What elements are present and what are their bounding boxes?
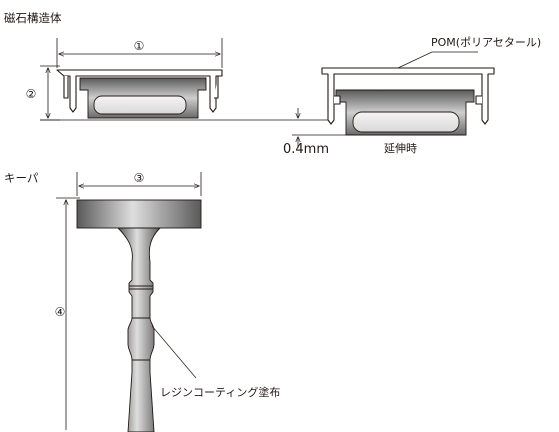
magnet-structure-normal	[56, 69, 223, 119]
heading-key-part: キーパ	[4, 171, 39, 185]
magnet-pad-extended	[352, 111, 460, 133]
mark-2: ②	[26, 87, 37, 101]
pom-hook-right	[475, 95, 482, 105]
pom-flange-right	[214, 76, 219, 99]
mark-1: ①	[134, 39, 145, 53]
label-resin-coating: レジンコーティング塗布	[160, 385, 280, 399]
label-extended: 延伸時	[384, 142, 417, 155]
pom-leader	[397, 51, 478, 69]
label-gap: 0.4mm	[283, 142, 329, 157]
magnet-structure-extended	[321, 67, 495, 136]
pom-flange-left	[63, 76, 69, 99]
magnet-pad-normal	[93, 95, 187, 115]
pom-frame-extended	[321, 67, 495, 125]
dimension-4: ④	[55, 197, 80, 430]
mark-4: ④	[55, 305, 66, 319]
dimension-1: ①	[56, 38, 223, 68]
resin-coating-leader	[151, 325, 197, 379]
mark-3: ③	[134, 171, 145, 185]
heading-magnet-structure: 磁石構造体	[4, 11, 62, 25]
dimension-gap: 0.4mm	[283, 108, 346, 157]
keeper-head	[76, 199, 202, 229]
dimension-2: ②	[26, 65, 60, 121]
pom-frame-normal	[56, 69, 223, 113]
dimension-3: ③	[76, 171, 202, 196]
label-pom: POM(ポリアセタール)	[431, 36, 541, 49]
keeper-shaft	[116, 227, 162, 432]
pom-hook-left	[334, 95, 341, 105]
keeper	[76, 199, 202, 432]
